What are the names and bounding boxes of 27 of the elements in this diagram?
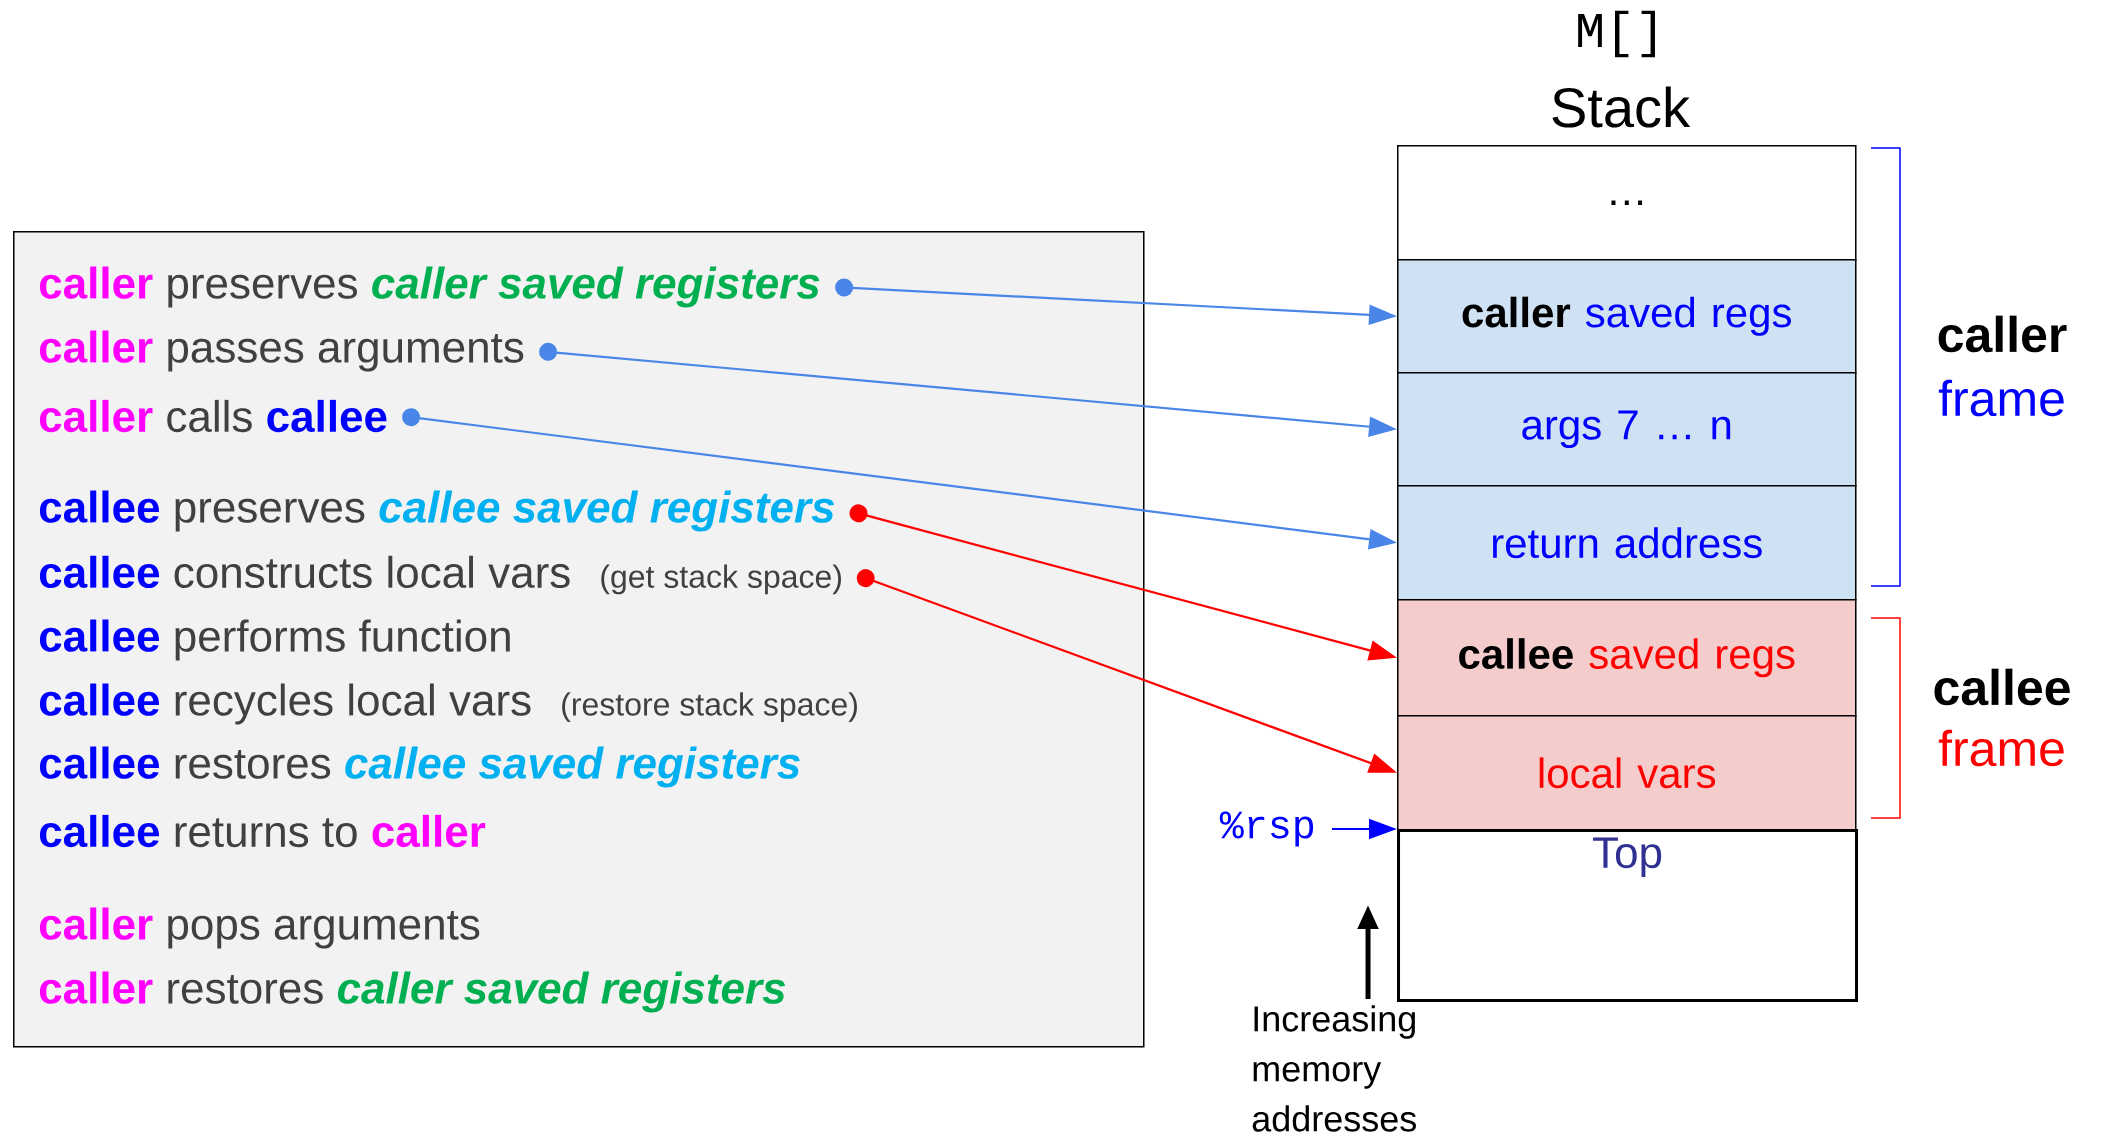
step-text: callee preserves callee saved registers [39, 490, 834, 532]
panel-box [13, 231, 1145, 1048]
step-text: caller calls callee [39, 399, 387, 433]
frame-label: caller [1938, 315, 2067, 353]
step-text: caller passes arguments [39, 330, 524, 372]
stack-cell: local vars [1397, 715, 1857, 831]
heading: M[] [1578, 10, 1655, 58]
frame-label: callee [1934, 668, 2070, 706]
stack-cell: … [1397, 145, 1857, 261]
step-text: caller preserves caller saved registers [39, 266, 820, 308]
step-text: callee recycles local vars (restore stack space) [39, 683, 857, 725]
heading: Stack [1552, 86, 1691, 128]
stack-cell: return address [1397, 485, 1857, 601]
step-text: callee constructs local vars (get stack space) [39, 555, 841, 595]
step-text: caller pops arguments [39, 907, 480, 949]
step-text: callee performs function [39, 619, 510, 661]
frame-label: frame [1938, 379, 2064, 417]
frame-label: frame [1938, 729, 2064, 767]
register-label: %rsp [1219, 811, 1314, 847]
step-text: callee returns to caller [39, 814, 486, 848]
stack-cell: Top [1397, 829, 1858, 1002]
axis-note: Increasing memory addresses [1252, 1005, 1416, 1132]
stack-cell: caller saved regs [1397, 259, 1857, 374]
stack-cell: callee saved regs [1397, 599, 1857, 717]
stack-cell: args 7 … n [1397, 372, 1857, 487]
step-text: caller restores caller saved registers [39, 971, 786, 1013]
step-text: callee restores callee saved registers [39, 746, 800, 788]
